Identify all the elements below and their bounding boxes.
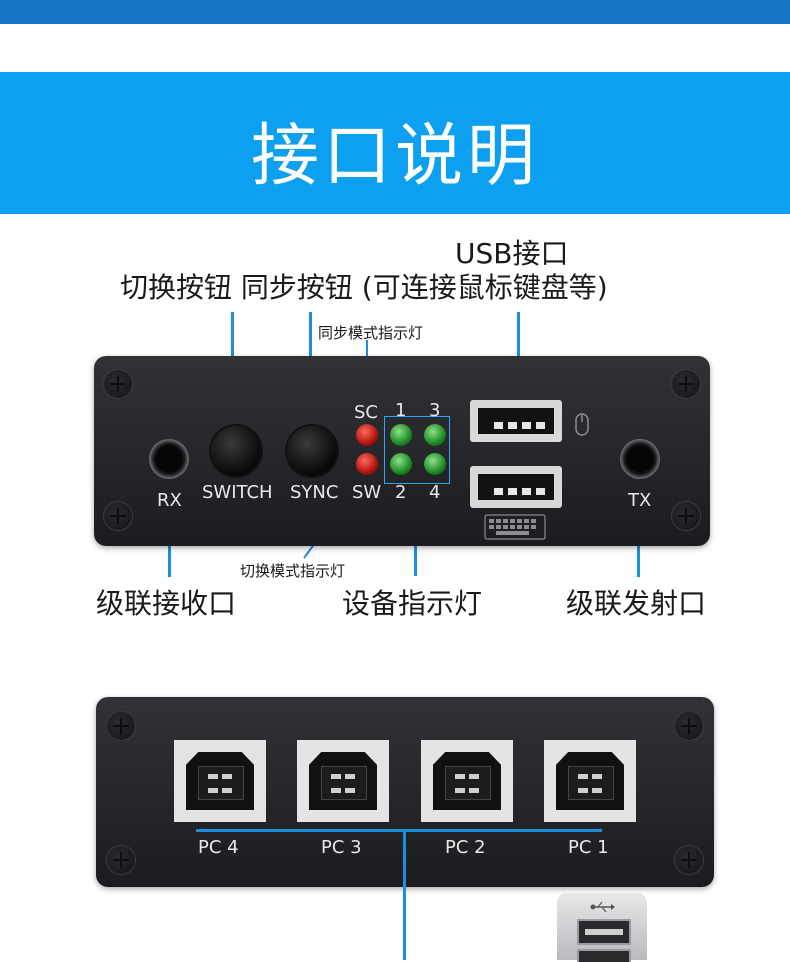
led-number-1: 1 (395, 400, 407, 421)
sync-button[interactable] (287, 426, 337, 476)
led-number-4: 4 (429, 482, 441, 503)
sync-mode-indicator-label: 同步模式指示灯 (318, 324, 424, 342)
buttons-label: 切换按钮 同步按钮 (可连接鼠标键盘等) (120, 271, 608, 304)
pc2-label: PC 2 (445, 837, 486, 858)
led-number-3: 3 (429, 400, 441, 421)
switch-label: SWITCH (202, 482, 273, 503)
tx-port[interactable] (620, 439, 660, 479)
device-led-2 (390, 453, 412, 475)
device-led-group (384, 416, 450, 484)
led-number-2: 2 (395, 482, 407, 503)
page-title: 接口说明 (250, 117, 539, 196)
usb-port-top[interactable] (470, 400, 562, 442)
pc1-label: PC 1 (568, 837, 609, 858)
device-indicator-label: 设备指示灯 (342, 587, 483, 620)
screw-icon (671, 501, 701, 531)
mouse-icon (575, 413, 589, 436)
usb-icon (590, 901, 615, 913)
front-panel: RX SWITCH SYNC SC SW 1 3 2 4 (94, 356, 710, 546)
screw-icon (103, 369, 133, 399)
cascade-receive-label: 级联接收口 (96, 587, 237, 620)
usb-a-port (577, 949, 631, 962)
screw-icon (106, 845, 136, 875)
pc3-label: PC 3 (321, 837, 362, 858)
screw-icon (674, 711, 704, 741)
rx-label: RX (157, 490, 182, 511)
usb-b-port-pc1[interactable] (544, 740, 636, 822)
sc-label: SC (354, 402, 378, 423)
screw-icon (106, 711, 136, 741)
pc4-label: PC 4 (198, 837, 239, 858)
tx-label: TX (628, 490, 652, 511)
switch-mode-led (356, 453, 378, 475)
top-bar (0, 0, 790, 24)
usb-b-port-pc2[interactable] (421, 740, 513, 822)
usb-b-port-pc3[interactable] (297, 740, 389, 822)
sync-mode-led (356, 424, 378, 446)
device-led-4 (424, 453, 446, 475)
cascade-transmit-label: 级联发射口 (566, 587, 707, 620)
usb-port-bottom[interactable] (470, 466, 562, 508)
rx-port[interactable] (149, 439, 189, 479)
title-banner (0, 72, 790, 214)
usb-hub-image (557, 893, 647, 962)
pc-ports-callout-line (196, 829, 602, 832)
device-led-3 (424, 424, 446, 446)
screw-icon (671, 369, 701, 399)
usb-a-port (577, 919, 631, 945)
sw-label: SW (352, 482, 382, 503)
usb-port-label: USB接口 (455, 237, 569, 270)
keyboard-icon (484, 514, 546, 540)
switch-button[interactable] (211, 426, 261, 476)
sync-label: SYNC (290, 482, 339, 503)
screw-icon (103, 501, 133, 531)
usb-b-port-pc4[interactable] (174, 740, 266, 822)
screw-icon (674, 845, 704, 875)
device-led-1 (390, 424, 412, 446)
switch-mode-indicator-label: 切换模式指示灯 (240, 562, 346, 580)
pc-ports-down-line (403, 832, 406, 960)
